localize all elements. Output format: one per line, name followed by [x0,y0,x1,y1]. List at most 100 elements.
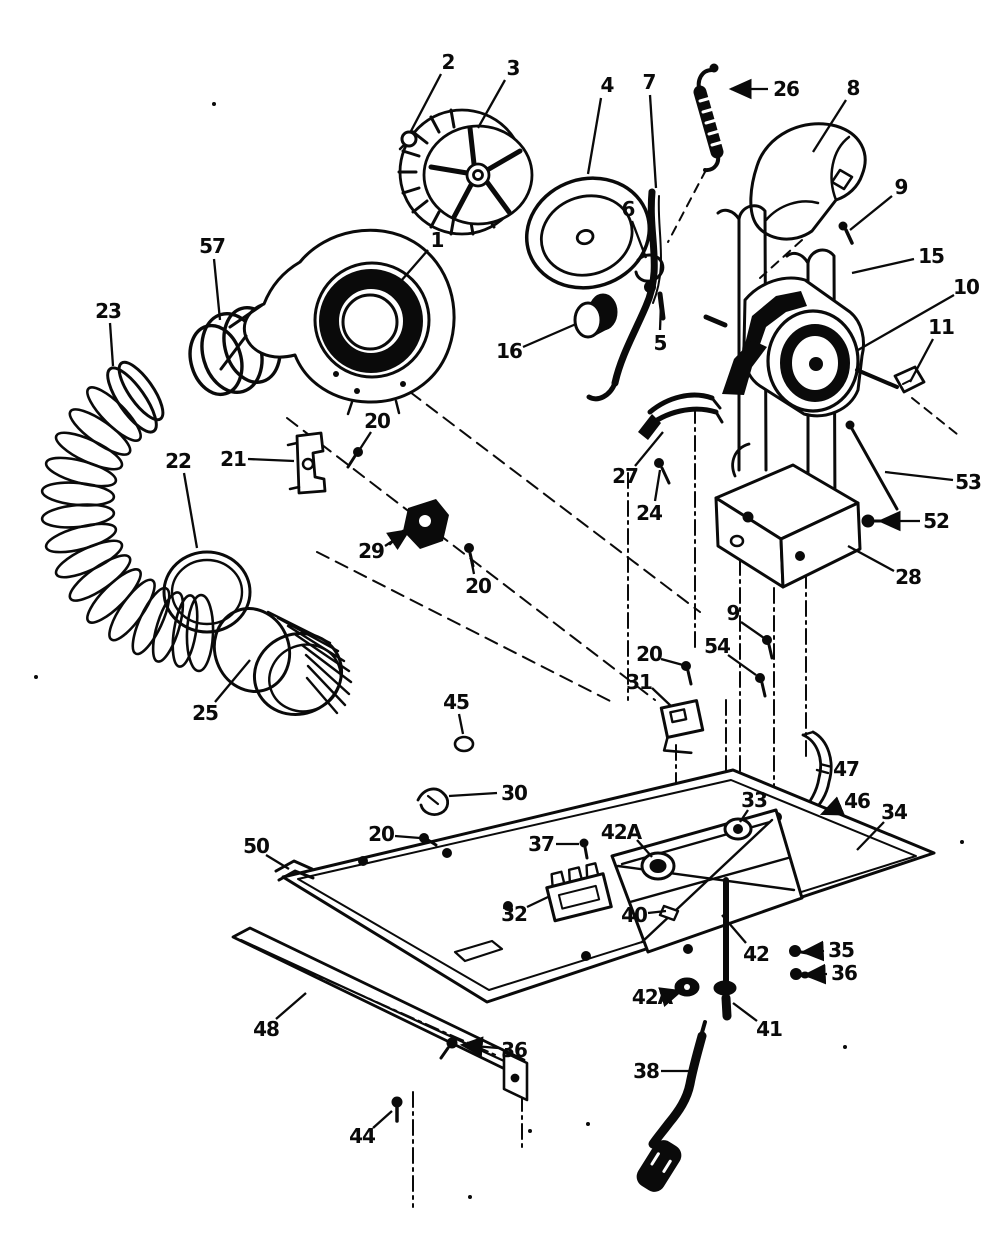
part-number: 28 [895,565,921,589]
part-number: 5 [654,331,667,355]
speck [212,102,216,106]
part-number: 29 [358,539,384,563]
wheel-42a-front [640,851,676,881]
part-number: 54 [704,634,730,658]
part-callout: 16 [496,322,577,363]
power-cord [636,1020,707,1192]
part-callout: 46 [819,789,871,816]
part-callout: 7 [643,70,658,189]
part-number: 2 [442,50,455,74]
part-number: 20 [364,409,390,433]
part-number: 36 [831,961,857,985]
wheel-42a-foot [674,977,700,997]
part-callout: 45 [443,690,470,735]
blower-housing [219,228,456,416]
part-number: 8 [847,76,860,100]
part-number: 3 [507,56,520,80]
part-number: 27 [612,464,638,488]
part-number: 41 [756,1017,782,1041]
part-number: 24 [636,501,662,525]
part-number: 9 [895,175,908,199]
scan-specks [34,102,964,1199]
part-callout: 20 [636,642,684,667]
part-callout: 38 [633,1059,694,1083]
part-callout: 11 [908,315,955,383]
part-callout: 8 [812,76,861,153]
part-callout: 50 [243,834,290,870]
part-callout: 47 [819,757,860,781]
part-callout: 9 [727,601,765,639]
idler-arm [586,188,663,402]
part-callout: 28 [847,544,922,589]
part-number: 53 [955,470,981,494]
mount-bracket-11 [893,365,926,394]
part-number: 42A [632,985,674,1009]
part-callout: 37 [528,832,579,856]
screw-20-a [346,447,363,469]
part-number: 6 [622,197,635,221]
flexible-duct [40,360,215,673]
part-callout: 6 [622,197,648,259]
part-callout: 5 [654,303,668,355]
part-callout: 2 [408,50,456,134]
part-callout: 27 [612,431,664,488]
screw-54 [755,673,767,698]
part-callout: 3 [476,56,521,129]
motor-cradle-brackets [716,204,837,518]
part-callout: 36 [802,961,858,985]
part-callout: 52 [877,509,950,533]
speck [960,840,964,844]
motor-base [714,442,862,589]
part-callout: 54 [704,634,757,676]
part-number: 45 [443,690,469,714]
part-callout: 21 [220,447,295,471]
part-callout: 20 [465,553,492,598]
cap-fastener [398,130,418,151]
part-callout: 9 [849,175,909,231]
part-number: 1 [431,228,444,252]
part-callout: 48 [253,992,307,1041]
part-number: 22 [165,449,191,473]
part-number: 35 [828,938,854,962]
speck [34,675,38,679]
part-number: 57 [199,234,225,258]
speck [843,1045,847,1049]
drive-motor [703,276,899,418]
part-callout: 25 [192,659,251,725]
part-number: 9 [727,601,740,625]
part-callout: 15 [851,244,945,275]
screw-20-c [681,661,693,686]
part-number: 31 [626,670,652,694]
part-callout: 29 [358,528,411,563]
part-callout: 40 [621,903,667,927]
screw-9-top [838,221,854,245]
screw-9-base [762,635,774,660]
part-number: 7 [643,70,656,94]
clamp-bracket-29 [388,499,449,549]
idler-slide [638,392,724,440]
part-number: 37 [528,832,554,856]
part-number: 32 [501,902,527,926]
part-number: 33 [741,788,767,812]
motor-pulley [573,293,618,339]
part-number: 40 [621,903,647,927]
part-number: 15 [918,244,944,268]
speck [528,1129,532,1133]
part-number: 48 [253,1017,279,1041]
speck [468,1195,472,1199]
speck [586,1122,590,1126]
part-number: 44 [349,1124,375,1148]
part-number: 42 [743,942,769,966]
part-callout: 31 [626,670,672,707]
part-number: 21 [220,447,246,471]
part-number: 25 [192,701,218,725]
screw-36-left [439,1037,458,1060]
slinger-disc [524,176,652,290]
part-number: 52 [923,509,949,533]
motor-bolt-53 [845,420,899,511]
support-frame-42 [610,808,804,954]
part-number: 26 [773,77,799,101]
part-callout: 20 [359,409,391,450]
part-callout: 57 [199,234,226,321]
